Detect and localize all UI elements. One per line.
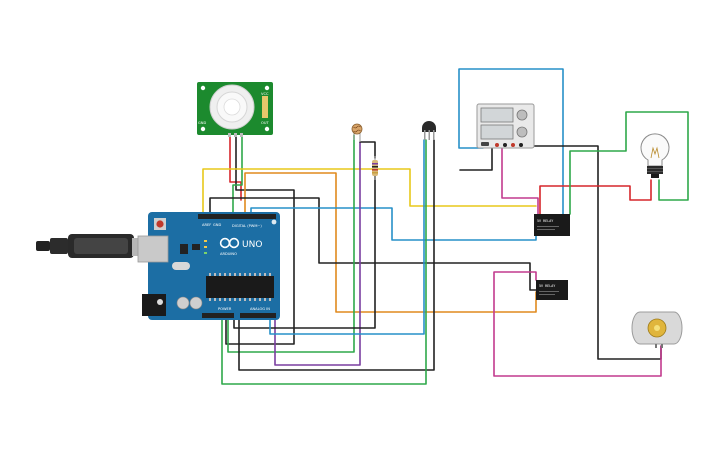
analog-header-label: ANALOG IN [250, 307, 270, 311]
wire-purple[interactable] [274, 141, 361, 366]
relay-1[interactable]: 5V RELAY [534, 214, 570, 236]
wire-green-temp[interactable] [221, 139, 427, 385]
wire-black-resistor[interactable] [233, 175, 376, 329]
wire-yellow[interactable] [202, 168, 537, 217]
wire-magenta-power[interactable] [501, 147, 539, 215]
wires [202, 68, 689, 385]
wire-black-resistor-top[interactable] [359, 141, 376, 159]
pir-pin-label-gnd: GND [198, 121, 206, 125]
relay-2-label: 5V RELAY [539, 284, 555, 288]
power-header-label: POWER [218, 307, 232, 311]
arduino-logo-icon [219, 237, 240, 249]
resistor[interactable] [372, 156, 378, 180]
board-model-label: UNO [242, 240, 262, 250]
photoresistor[interactable] [351, 123, 363, 142]
dual-power-supply[interactable] [476, 103, 535, 149]
gnd-label: GND [213, 223, 221, 227]
brand-label: ARDUINO [220, 252, 237, 256]
wire-green-bulb[interactable] [569, 111, 689, 215]
wire-black-top[interactable] [209, 197, 537, 291]
pir-pin-label-out: OUT [261, 121, 269, 125]
digital-header-label: DIGITAL (PWM~) [232, 224, 262, 228]
wire-black-temp[interactable] [238, 139, 435, 371]
temperature-sensor[interactable] [422, 121, 436, 140]
wire-orange[interactable] [244, 172, 537, 313]
wire-green-pir-out[interactable] [232, 133, 243, 217]
pir-sensor[interactable]: VCC OUT GND [197, 82, 273, 137]
aref-label: AREF [202, 223, 211, 227]
wire-blue-power[interactable] [458, 68, 564, 215]
dc-motor[interactable] [631, 311, 683, 348]
arduino-uno[interactable]: UNO ARDUINO DIGITAL (PWM~) AREF GND POWE… [137, 212, 280, 320]
relay-1-label: 5V RELAY [537, 219, 553, 223]
wire-red-bulb[interactable] [539, 179, 652, 215]
wire-green-ldr[interactable] [227, 134, 355, 353]
wire-black-pir-gnd[interactable] [225, 133, 295, 345]
light-bulb[interactable] [640, 133, 670, 178]
pir-pin-label-vcc: VCC [261, 92, 269, 96]
relay-2[interactable]: 5V RELAY [536, 280, 568, 300]
wire-blue-temp[interactable] [269, 139, 425, 335]
wire-black-power-relay[interactable] [459, 147, 493, 171]
wire-blue-relay1[interactable] [250, 207, 537, 241]
wire-magenta-relay2[interactable] [493, 271, 662, 377]
